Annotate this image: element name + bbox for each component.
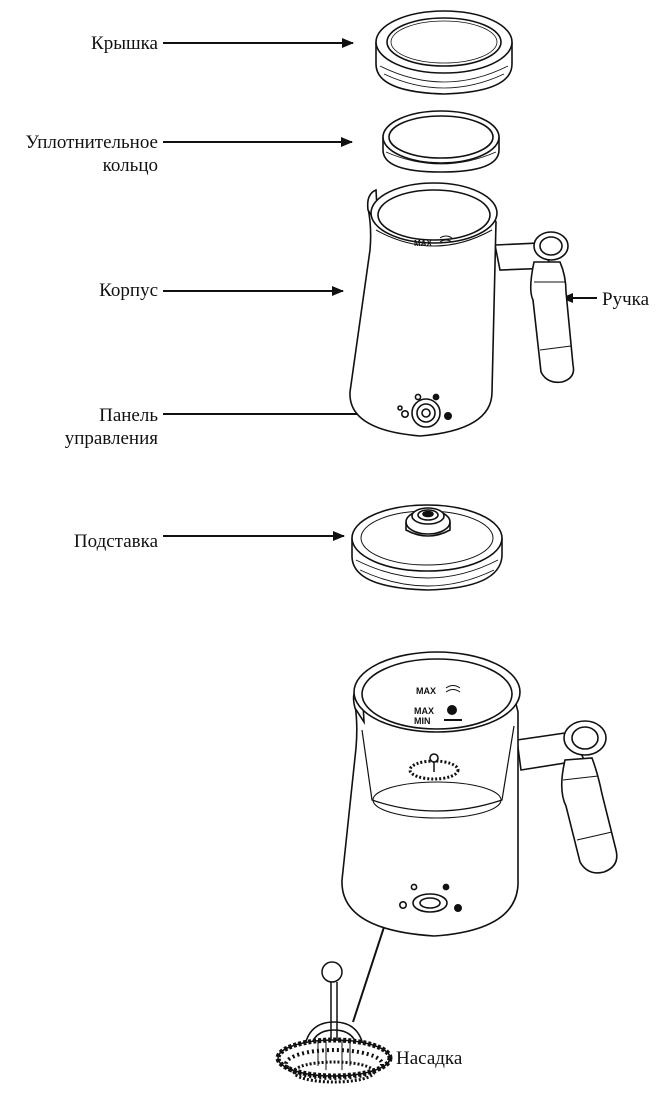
lid-part (376, 11, 512, 94)
jug-assembled-part: MAX MAX MIN (342, 652, 617, 936)
seal-ring-part (383, 111, 499, 172)
whisk-part (278, 962, 390, 1082)
max-marking-top: MAX (414, 239, 432, 248)
min-marking-inner: MIN (414, 716, 431, 726)
jug-body-part: MAX (350, 183, 574, 436)
base-part (352, 505, 502, 590)
max2-marking-inner: MAX (414, 706, 434, 716)
max-marking-inner: MAX (416, 686, 436, 696)
